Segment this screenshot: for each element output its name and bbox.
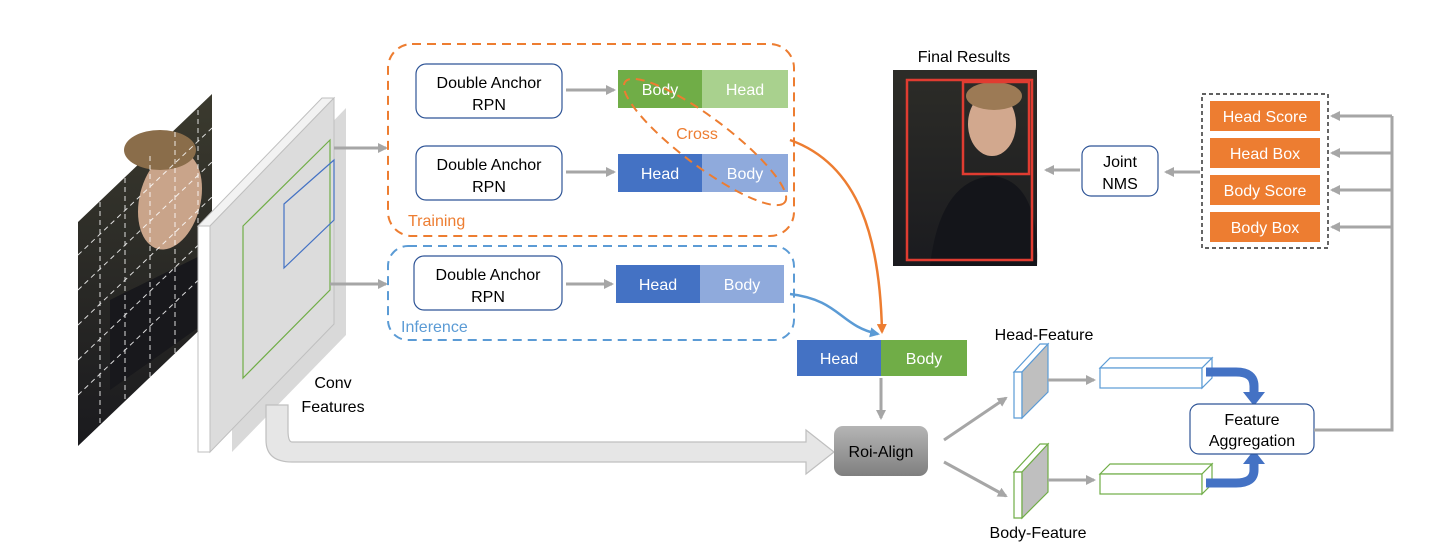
aggregation-line1: Feature [1224,412,1279,429]
joint-nms-box [1081,145,1159,197]
inference-out-right [700,265,784,303]
aggregation-line2: Aggregation [1209,433,1295,450]
training-rpn-2-line1: Double Anchor [437,157,543,174]
body-fc-to-aggregation-arrow [1206,462,1259,488]
training-out1-left-label: Body [642,82,678,99]
output-box-0 [1210,101,1320,131]
head-feature-label: Head-Feature [995,327,1094,344]
output-box-2 [1210,175,1320,205]
output-label-2: Body Score [1224,183,1307,200]
cross-label: Cross [676,126,718,143]
proposal-head-label: Head [820,351,858,368]
head-feature-block [1012,342,1050,420]
input-image [77,94,213,446]
head-fc-to-aggregation-arrow [1206,367,1259,394]
arrow-roi-body-feature [943,460,1008,498]
body-fc-arrowhead [1243,450,1265,464]
inference-out-right-label: Body [724,277,760,294]
inference-region [387,245,795,341]
final-result-image [893,70,1038,266]
training-to-proposals-arrow [789,138,887,334]
conv-feature-block [196,96,346,454]
head-fc-arrowhead [1243,392,1265,406]
training-out1-right-label: Head [726,82,764,99]
nms-line2: NMS [1102,176,1138,193]
inference-rpn [413,255,563,311]
proposal-body-label: Body [906,351,942,368]
training-rpn-1-line1: Double Anchor [437,75,543,92]
output-label-1: Head Box [1230,146,1300,163]
conv-label-line2: Features [301,399,364,416]
inference-label: Inference [401,319,468,336]
output-label-0: Head Score [1223,109,1308,126]
output-box-3 [1210,212,1320,242]
inference-rpn-line1: Double Anchor [436,267,542,284]
training-out2-left-label: Head [641,166,679,183]
arrow-roi-head-feature [943,396,1008,442]
body-fc-block [1098,462,1214,496]
head-fc-block [1098,356,1214,390]
body-feature-block [1012,442,1050,520]
proposal-head [797,340,881,376]
roi-align-box [834,426,928,476]
proposal-body [881,340,967,376]
outputs-container [1201,93,1329,249]
inference-out-left-label: Head [639,277,677,294]
output-label-3: Body Box [1231,220,1299,237]
cross-ellipse [622,77,788,207]
training-rpn-2-line2: RPN [472,179,506,196]
training-out1-left [618,70,702,108]
final-results-title: Final Results [918,49,1010,66]
inference-to-proposals-arrow [789,292,880,338]
output-box-1 [1210,138,1320,168]
body-feature-label: Body-Feature [990,525,1087,542]
inference-rpn-line2: RPN [471,289,505,306]
training-out2-right-label: Body [727,166,763,183]
nms-line1: Joint [1103,154,1137,171]
inference-out-left [616,265,700,303]
training-region [387,43,795,237]
aggregation-to-outputs-line [1314,116,1394,432]
training-rpn-2 [415,145,563,201]
training-rpn-1-line2: RPN [472,97,506,114]
conv-to-roi-arrow [265,404,835,476]
training-rpn-1 [415,63,563,119]
training-label: Training [408,213,465,230]
roi-align-label: Roi-Align [849,444,914,461]
training-out1-right [702,70,788,108]
conv-label-line1: Conv [314,375,351,392]
